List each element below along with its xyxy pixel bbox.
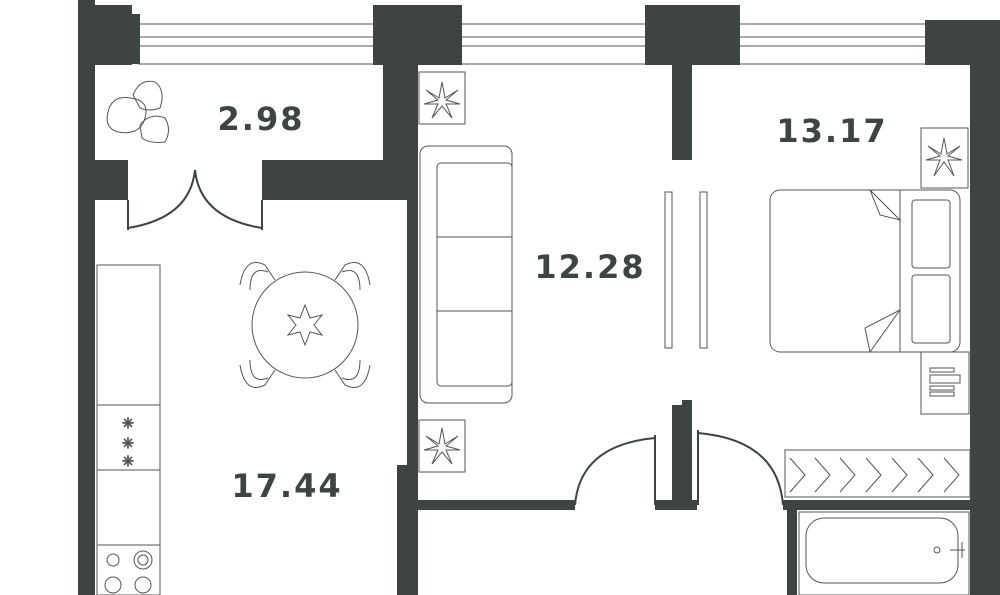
nightstand [920, 351, 970, 415]
svg-text:✳: ✳ [122, 437, 134, 452]
monstera-plant-icon [106, 80, 169, 143]
svg-text:✳: ✳ [122, 455, 134, 470]
room-area-label: 2.98 [218, 100, 305, 138]
plant-icon [418, 71, 466, 125]
svg-text:✳: ✳ [122, 417, 134, 432]
walls [78, 0, 1000, 595]
room-area-label: 17.44 [231, 467, 342, 505]
window [740, 23, 925, 65]
room-area-label: 13.17 [776, 112, 887, 150]
window [462, 23, 645, 65]
living-room-door [574, 435, 656, 506]
bathtub [798, 511, 970, 595]
sliding-doors [664, 191, 708, 349]
bed [769, 189, 961, 354]
room-area-label: 12.28 [534, 248, 645, 286]
windows [138, 23, 925, 65]
kitchen-counter: ✳ ✳ ✳ [96, 264, 161, 595]
sofa [419, 145, 513, 404]
plant-icon [418, 419, 466, 473]
window [138, 23, 373, 65]
wardrobe [784, 449, 971, 498]
balcony-double-door [127, 169, 263, 230]
bedroom-door [697, 430, 784, 506]
dining-table [239, 262, 371, 388]
plant-icon [920, 127, 969, 189]
